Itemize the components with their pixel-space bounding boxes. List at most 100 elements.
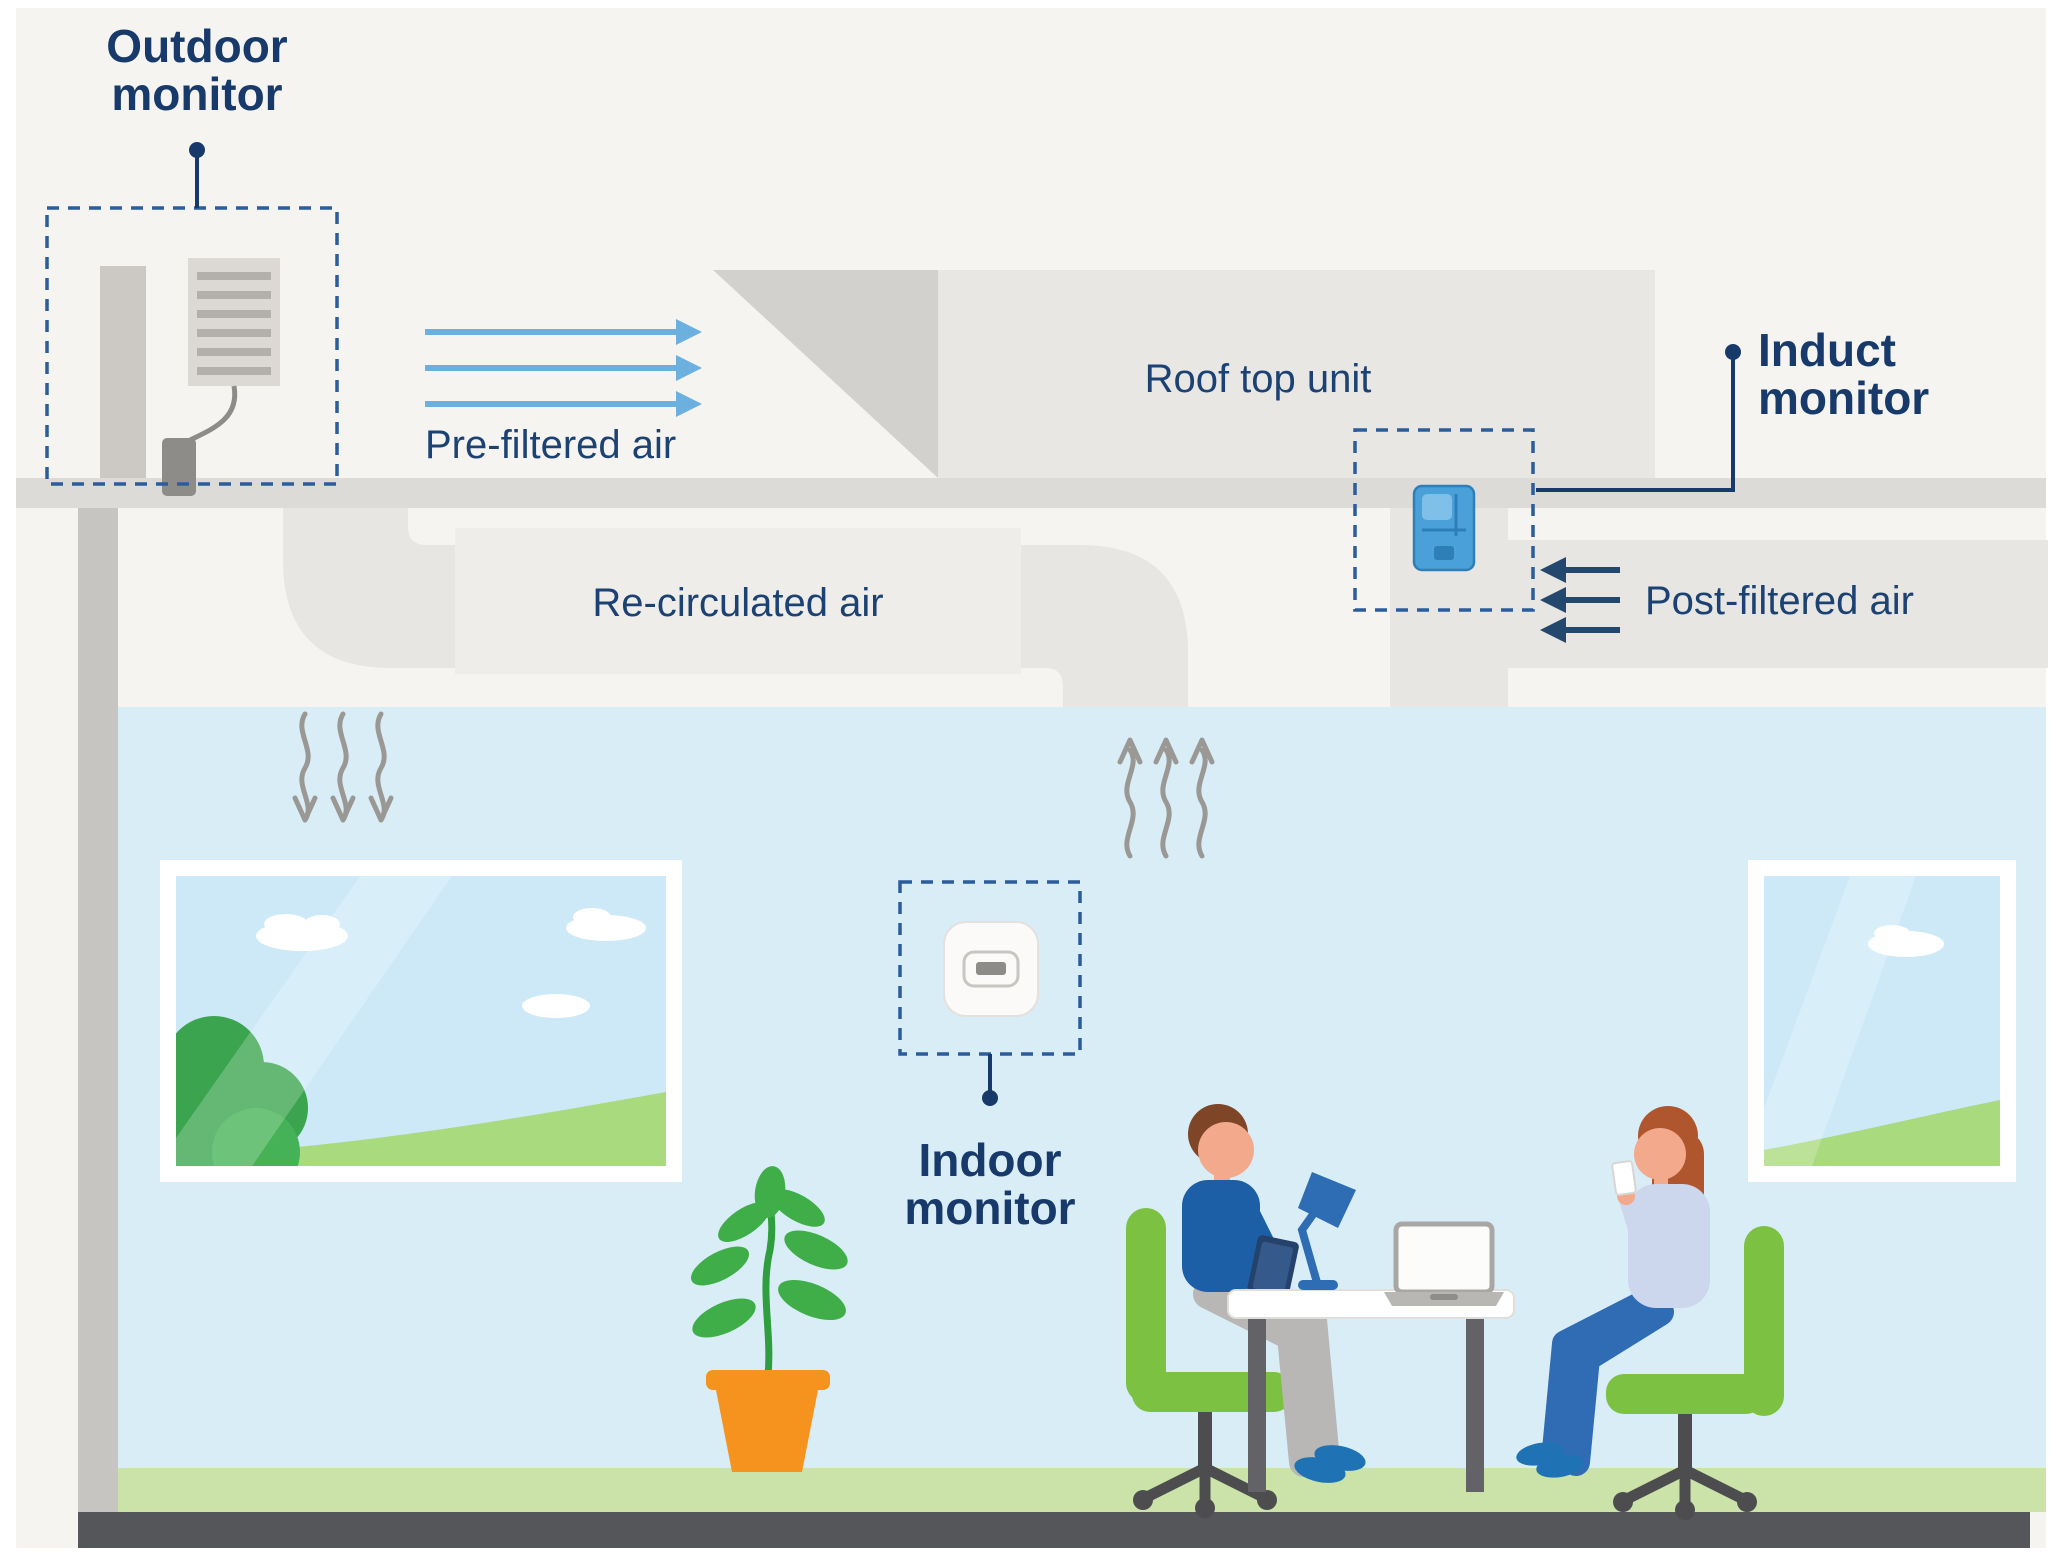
air-wave-arrowhead <box>368 795 394 823</box>
induct-monitor: Induct monitor <box>1353 324 1929 612</box>
pre-filtered-air-flow: Pre-filtered air <box>425 319 702 467</box>
induct-monitor-dashed-box <box>1353 428 1535 612</box>
chair-back <box>1744 1226 1784 1416</box>
window-scenery <box>176 876 666 1166</box>
laptop-screen <box>1393 1221 1495 1295</box>
pre-filtered-arrowhead <box>676 319 702 345</box>
plant-leaf <box>771 1189 825 1227</box>
desk-leg <box>1466 1316 1484 1492</box>
chair-pole <box>1198 1412 1212 1470</box>
plant-leaf <box>692 1298 756 1338</box>
coffee-cup <box>1611 1160 1637 1196</box>
indoor-monitor-label-line2: monitor <box>904 1182 1075 1234</box>
air-wave-arrowhead <box>292 795 318 823</box>
left-window <box>160 860 682 1182</box>
outdoor-monitor-dashed-box <box>45 206 339 486</box>
chair-back <box>1126 1208 1166 1403</box>
laptop <box>1384 1221 1504 1306</box>
window-glare <box>176 876 452 1166</box>
post-filtered-air-label: Post-filtered air <box>1645 579 1914 623</box>
plant-pot-rim <box>706 1370 830 1390</box>
woman-chair <box>1606 1226 1784 1520</box>
chair-pole <box>1678 1414 1692 1470</box>
plant-leaf <box>690 1246 750 1286</box>
woman-arm <box>1619 1191 1673 1247</box>
woman-head <box>1634 1128 1686 1180</box>
recirculated-duct-band <box>455 528 1021 674</box>
plant-leaf <box>784 1230 848 1270</box>
desk-leg <box>1248 1316 1266 1492</box>
air-wave <box>337 711 349 823</box>
hill <box>1764 1100 2000 1166</box>
lamp-head <box>1298 1172 1356 1228</box>
plant-leaves <box>690 1166 848 1338</box>
outdoor-monitor-junction-box <box>162 438 196 496</box>
floor-slab <box>78 1512 2030 1548</box>
right-window <box>1748 860 2016 1182</box>
air-wave <box>1124 747 1136 859</box>
air-wave <box>299 711 311 823</box>
supply-air-arrows-down <box>292 711 394 823</box>
post-filtered-air-flow: Post-filtered air <box>1540 557 1914 643</box>
outdoor-monitor: Outdoor monitor <box>45 20 339 496</box>
outdoor-monitor-label-line2: monitor <box>111 68 282 120</box>
air-wave-arrowhead <box>330 795 356 823</box>
cloud <box>1868 925 1944 957</box>
roof-top-unit-shadow <box>713 270 938 478</box>
air-wave-arrowhead <box>1117 737 1143 765</box>
potted-plant <box>690 1166 848 1472</box>
induct-monitor-device-lines <box>1422 494 1466 536</box>
air-wave-arrowhead <box>1189 737 1215 765</box>
indoor-monitor: Indoor monitor <box>898 880 1082 1234</box>
chair-seat <box>1606 1374 1764 1414</box>
roof-band <box>16 478 2046 508</box>
woman-shoe <box>1536 1454 1584 1478</box>
air-wave <box>1160 747 1172 859</box>
chair-wheels <box>1133 1490 1277 1518</box>
induct-monitor-label-line2: monitor <box>1758 372 1929 424</box>
lamp-base <box>1298 1280 1338 1290</box>
man-head <box>1198 1122 1254 1178</box>
outdoor-monitor-callout-dot <box>189 142 205 158</box>
induct-monitor-device-panel <box>1422 494 1452 520</box>
tablet-screen <box>1252 1241 1294 1295</box>
indoor-monitor-slot <box>976 962 1006 975</box>
chair-seat <box>1132 1372 1292 1412</box>
post-filtered-arrowhead <box>1540 587 1566 613</box>
desk-lamp <box>1297 1172 1356 1290</box>
return-air-arrows-up <box>1117 737 1215 859</box>
induct-monitor-device-port <box>1434 546 1454 560</box>
indoor-monitor-callout-dot <box>982 1090 998 1106</box>
laptop-trackpad <box>1430 1294 1458 1300</box>
induct-monitor-label-line1: Induct <box>1758 324 1896 376</box>
left-wall <box>78 478 118 1512</box>
air-wave <box>375 711 387 823</box>
outdoor-monitor-label-line1: Outdoor <box>106 20 287 72</box>
desk <box>1227 1172 1515 1492</box>
room-floor-strip <box>118 1468 2046 1512</box>
induct-monitor-callout-line <box>1536 358 1735 492</box>
roof-top-unit: Roof top unit <box>713 270 1655 478</box>
outdoor-monitor-louvers <box>197 272 271 375</box>
chair-wheels <box>1613 1492 1757 1520</box>
roof-top-unit-body <box>938 270 1655 478</box>
indoor-monitor-label-line1: Indoor <box>918 1134 1061 1186</box>
pre-filtered-arrowhead <box>676 391 702 417</box>
woman-figure <box>1516 1106 1710 1478</box>
induct-monitor-callout-dot <box>1725 344 1741 360</box>
indoor-monitor-vent-ring <box>962 950 1020 988</box>
outdoor-monitor-pole <box>100 266 146 478</box>
air-wave-arrowhead <box>1153 737 1179 765</box>
plant-leaf <box>754 1166 786 1218</box>
woman-top <box>1628 1184 1710 1308</box>
air-wave <box>1196 747 1208 859</box>
postfiltered-duct <box>1508 540 2048 668</box>
outdoor-monitor-cable <box>184 385 238 445</box>
plant-leaf <box>778 1279 846 1321</box>
window-glare <box>1764 876 1916 1166</box>
post-filtered-arrowhead <box>1540 617 1566 643</box>
pre-filtered-air-label: Pre-filtered air <box>425 423 676 467</box>
window-scenery <box>1764 876 2000 1166</box>
plant-leaf <box>718 1202 770 1242</box>
